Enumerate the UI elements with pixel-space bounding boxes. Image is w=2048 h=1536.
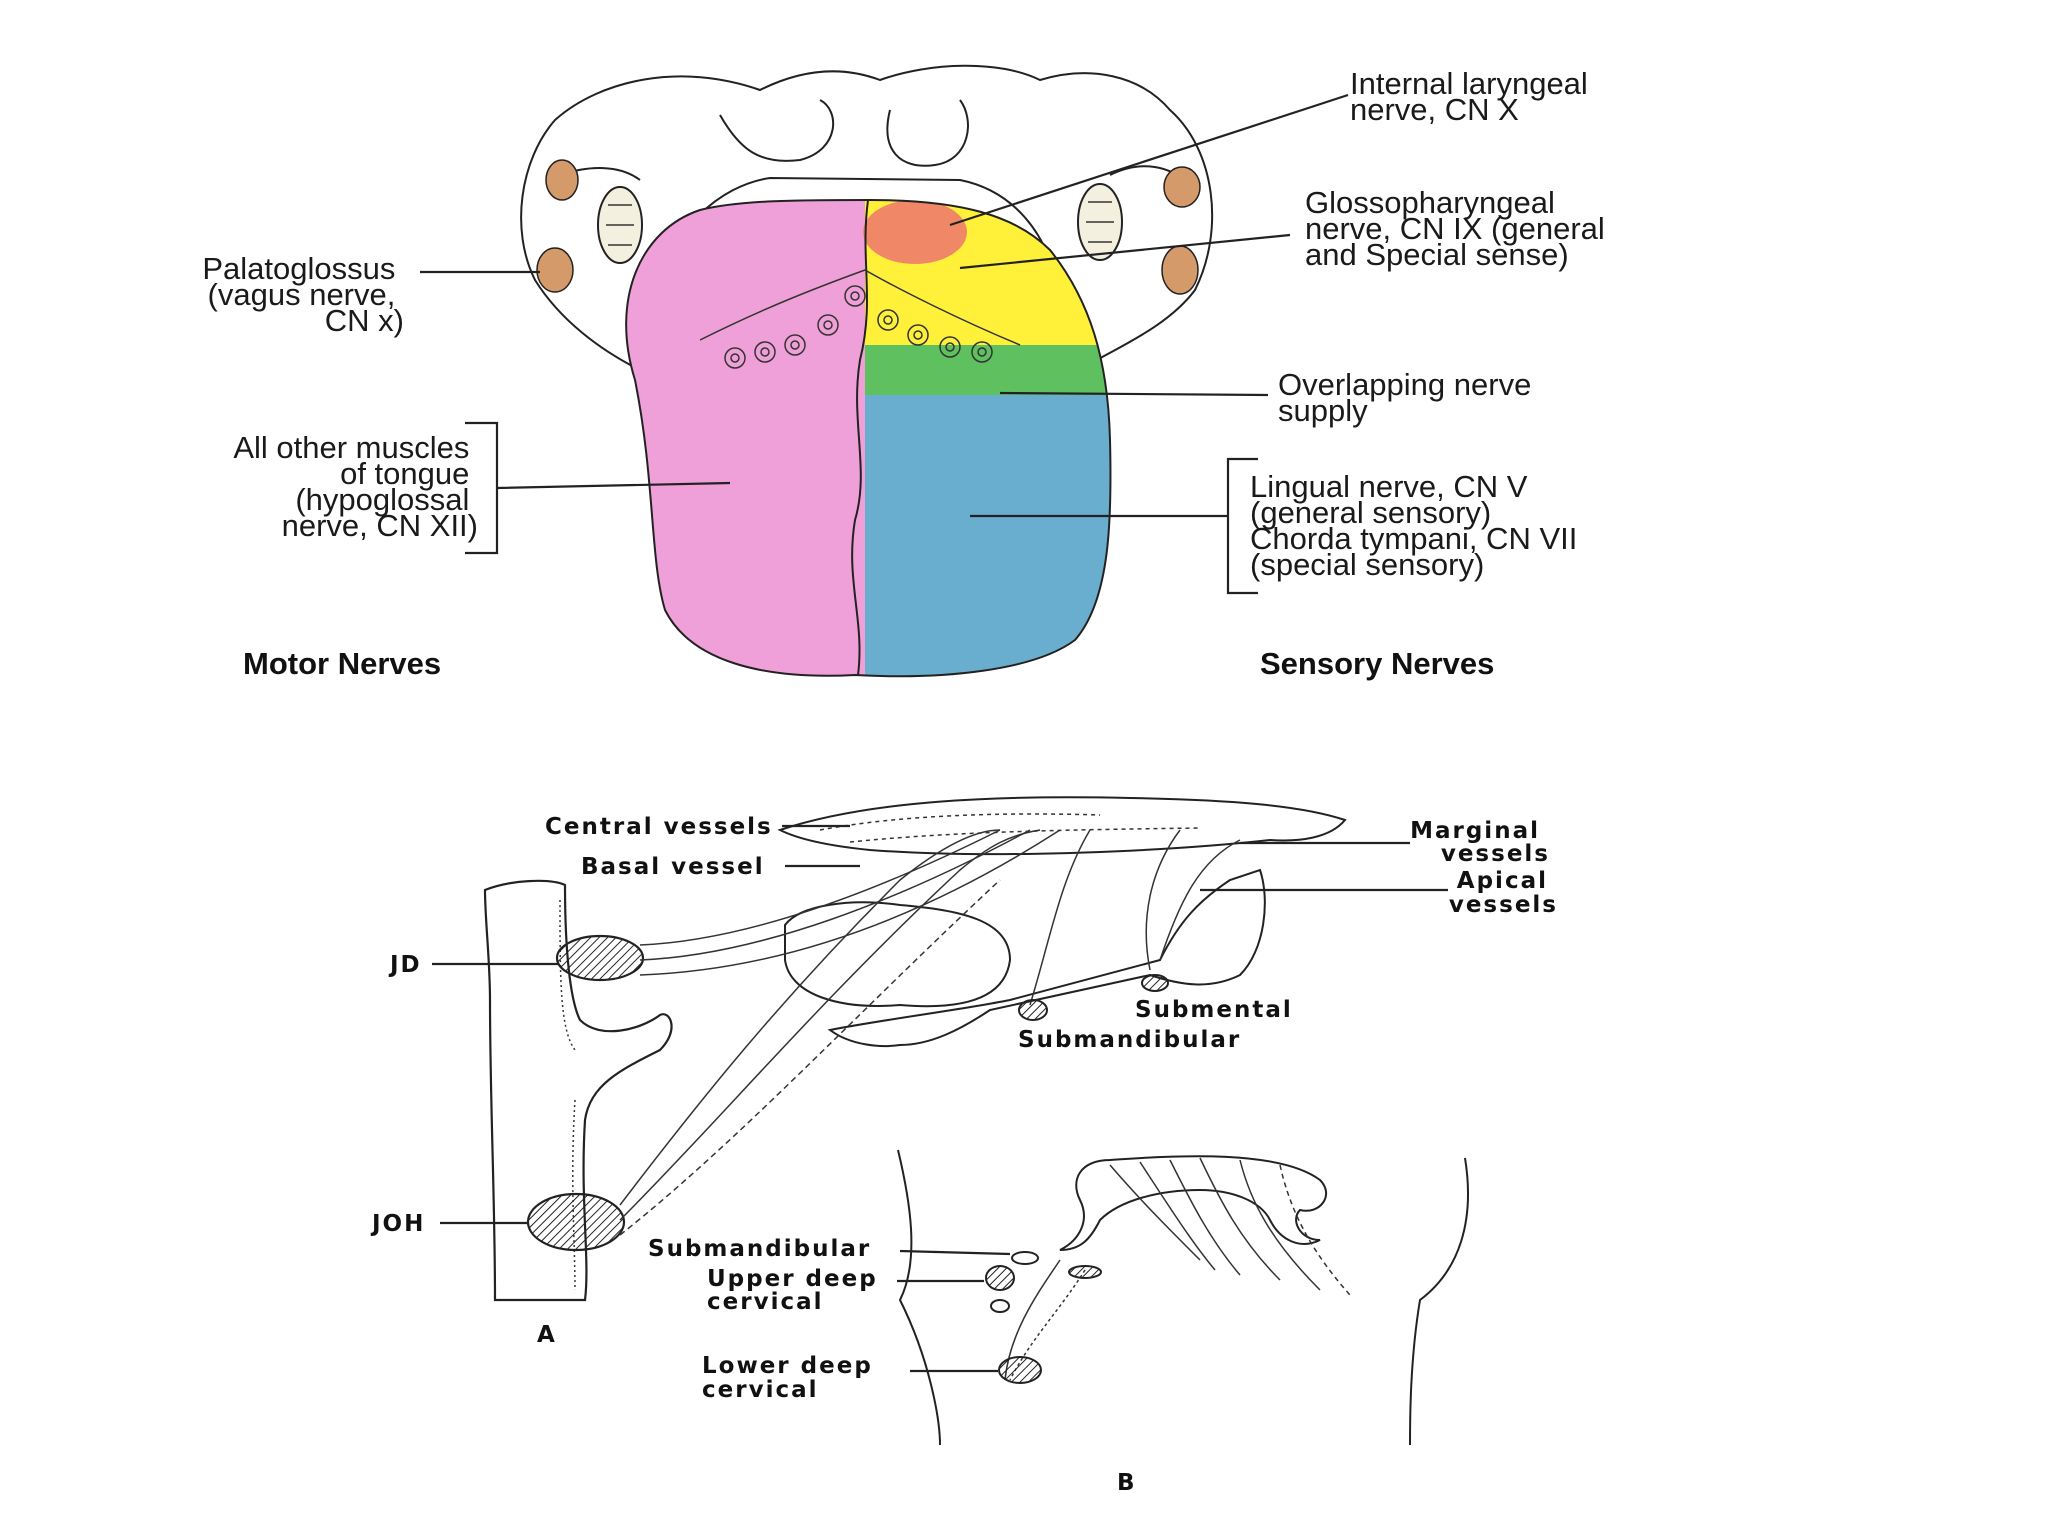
label-marginal-vessels: Marginal vessels (1410, 818, 1550, 867)
node-submandibular-a (1018, 999, 1048, 1021)
label-lower-deep-cervical: Lower deep cervical (702, 1353, 883, 1403)
tongue-dorsum (777, 796, 1347, 856)
neck-outline-left (897, 1149, 941, 1446)
internal-laryngeal-region (863, 200, 967, 264)
bracket-other-muscles (465, 421, 731, 555)
lymph-figure-b: Submandibular Upper deep cervical Lower … (648, 1149, 1469, 1496)
lymph-figure-a: Central vessels Basal vessel Marginal ve… (370, 796, 1558, 1348)
node-jugulodigastric (555, 934, 645, 982)
pharyngeal-frame (520, 64, 1214, 372)
label-submental: Submental (1135, 997, 1293, 1023)
label-basal-vessel: Basal vessel (581, 854, 765, 880)
node-upper-deep-cervical-2 (1068, 1265, 1102, 1279)
node-submandibular-b (1011, 1251, 1039, 1265)
palatoglossus-patch-right-lower (1161, 245, 1199, 295)
palatoglossus-patch-left-lower (536, 247, 574, 293)
motor-region (626, 200, 865, 677)
label-other-muscles: All other muscles of tongue (hypoglossal… (233, 430, 478, 543)
hyoid-mandible (827, 868, 1266, 1048)
sensory-anterior-region (865, 395, 1111, 677)
vallate-papillae (699, 269, 1021, 369)
node-juguloomohyoid (526, 1192, 626, 1252)
heading-motor-nerves: Motor Nerves (243, 646, 441, 681)
node-submental-a (1141, 974, 1169, 992)
submandibular-gland (784, 901, 1012, 1008)
label-jd: JD (388, 952, 422, 978)
label-apical-vessels: Apical vessels (1449, 868, 1558, 918)
cross-section-vessels (1004, 1157, 1351, 1381)
bracket-lingual (970, 457, 1258, 595)
lymph-vessels (619, 829, 1241, 1236)
label-overlapping: Overlapping nerve supply (1278, 367, 1540, 428)
node-upper-deep-cervical (985, 1265, 1015, 1291)
tongue-outline (625, 198, 1112, 678)
label-upper-deep-cervical: Upper deep cervical (707, 1266, 888, 1315)
palatoglossus-patch-right-upper (1163, 166, 1201, 208)
label-submandibular-a: Submandibular (1018, 1027, 1241, 1053)
label-glossopharyngeal: Glossopharyngeal nerve, CN IX (general a… (1305, 185, 1613, 272)
label-internal-laryngeal: Internal laryngeal nerve, CN X (1350, 66, 1596, 127)
node-lower-deep-cervical (998, 1356, 1042, 1384)
panel-label-a: A (537, 1322, 557, 1348)
panel-label-b: B (1117, 1470, 1137, 1496)
neck-outline-right (1409, 1157, 1469, 1446)
median-sulcus (851, 199, 869, 676)
palatoglossus-patch-left-upper (545, 159, 579, 201)
label-lingual: Lingual nerve, CN V (general sensory) Ch… (1250, 469, 1586, 582)
leader-internal-laryngeal (949, 93, 1349, 227)
label-submandibular-b: Submandibular (648, 1236, 871, 1262)
label-joh: JOH (370, 1211, 425, 1237)
tongue-regions (626, 200, 1111, 677)
label-palatoglossus: Palatoglossus (vagus nerve, CN x) (202, 251, 404, 338)
leader-overlapping (999, 391, 1269, 397)
label-central-vessels: Central vessels (545, 814, 773, 840)
leader-glossopharyngeal (959, 233, 1291, 270)
heading-sensory-nerves: Sensory Nerves (1260, 646, 1494, 681)
tongue-diagram: Internal laryngeal nerve, CN X Glossopha… (202, 64, 1613, 681)
tongue-cross-section (1059, 1155, 1327, 1251)
node-upper-deep-cervical-small (990, 1299, 1010, 1313)
